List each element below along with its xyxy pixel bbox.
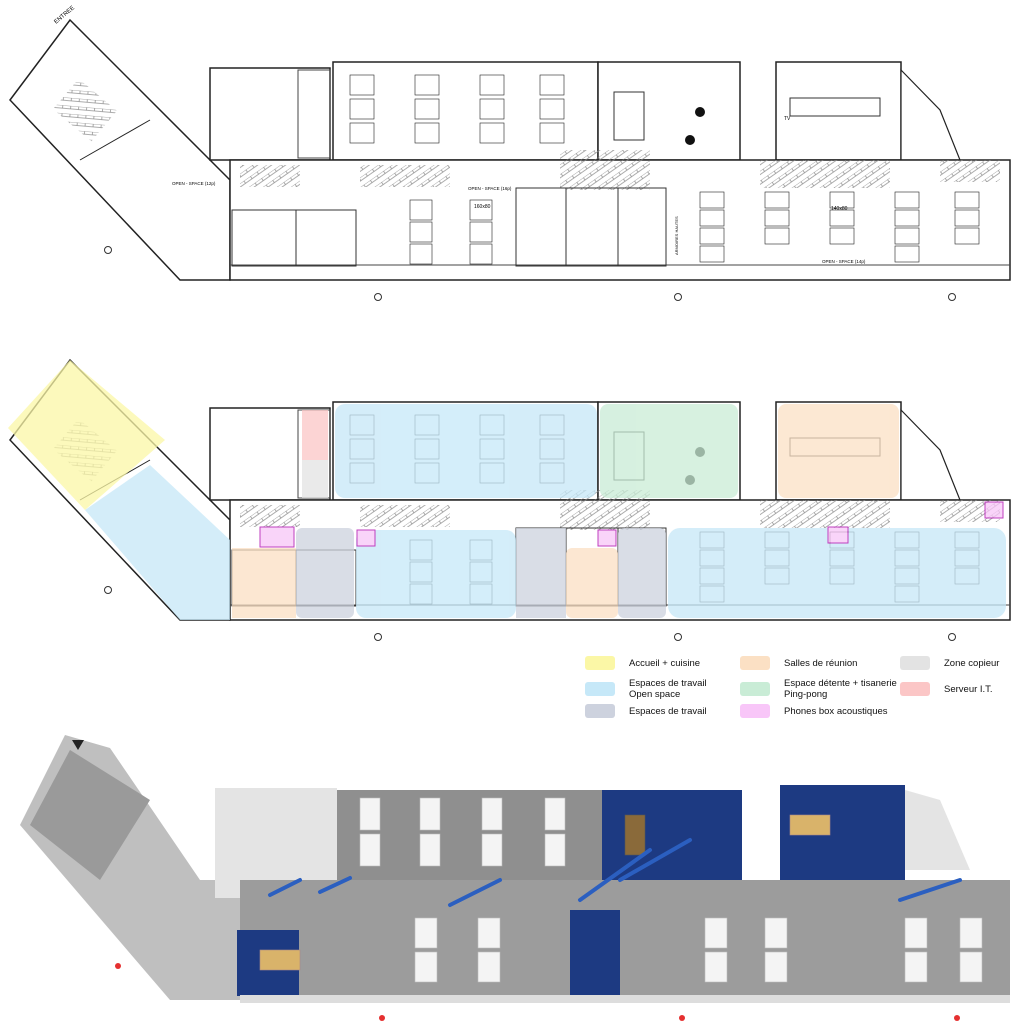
open-space-16-label: OPEN - SPACE (16p) (468, 186, 512, 191)
phone-box-2 (356, 529, 376, 547)
zone-workspace-2 (516, 528, 566, 618)
column-marker (679, 1015, 685, 1021)
legend-swatch (740, 656, 770, 670)
desk (704, 951, 728, 983)
plan-zoned (8, 359, 1011, 642)
zone-meeting-room-3 (566, 548, 618, 618)
desk (544, 833, 566, 867)
zone-workspace-1 (296, 528, 354, 618)
phone-box-4 (827, 526, 849, 544)
desk (959, 951, 983, 983)
cabinets-label: ARMOIRES HAUTES (674, 216, 679, 255)
legend-item-relax: Espace détente + tisanerie Ping-pong (740, 678, 897, 700)
zone-open-space-12 (85, 465, 230, 620)
column-marker (379, 1015, 385, 1021)
legend-item-workspace: Espaces de travail (585, 704, 707, 718)
zone-open-space-16a (335, 404, 597, 498)
desk (414, 951, 438, 983)
column-marker (954, 1015, 960, 1021)
legend-label: Espaces de travail Open space (629, 678, 707, 700)
desk (481, 797, 503, 831)
desk (704, 917, 728, 949)
legend-item-open-space: Espaces de travail Open space (585, 678, 707, 700)
column-marker (115, 963, 121, 969)
desk (419, 797, 441, 831)
legend-item-reception: Accueil + cuisine (585, 656, 700, 670)
legend-label: Phones box acoustiques (784, 705, 888, 717)
desk (477, 917, 501, 949)
legend: Accueil + cuisine Salles de réunion Zone… (585, 652, 1024, 722)
desk (477, 951, 501, 983)
legend-item-it-server: Serveur I.T. (900, 682, 993, 696)
zone-meeting-room-2 (232, 548, 296, 618)
desk (414, 917, 438, 949)
zone-it-server (302, 410, 328, 460)
legend-label: Accueil + cuisine (629, 657, 701, 669)
plan-line-drawing: ENTREE OPEN - SPACE (12p) OPEN - SPACE (… (9, 5, 1011, 302)
legend-item-meeting: Salles de réunion (740, 656, 857, 670)
desk (544, 797, 566, 831)
legend-label: Salles de réunion (784, 657, 858, 669)
desk (764, 951, 788, 983)
desk (419, 833, 441, 867)
legend-swatch (740, 704, 770, 718)
desk (259, 949, 301, 971)
legend-label: Espace détente + tisanerie Ping-pong (784, 678, 897, 700)
legend-item-phone-box: Phones box acoustiques (740, 704, 888, 718)
entrance-arrow-icon (72, 740, 84, 750)
legend-swatch (585, 656, 615, 670)
desk (764, 917, 788, 949)
zone-workspace-3 (618, 528, 666, 618)
legend-swatch (740, 682, 770, 696)
zone-meeting-room-1 (778, 404, 899, 498)
legend-swatch (900, 682, 930, 696)
legend-label: Zone copieur (944, 657, 1000, 669)
legend-swatch (900, 656, 930, 670)
desk (904, 917, 928, 949)
desk (904, 951, 928, 983)
legend-item-copier: Zone copieur (900, 656, 999, 670)
phone-box-1 (259, 526, 295, 548)
zone-open-space-14 (668, 528, 1006, 618)
open-space-14-label: OPEN - SPACE (14p) (822, 259, 866, 264)
legend-swatch (585, 682, 615, 696)
zone-relax-pingpong (600, 404, 738, 498)
desk-size-160: 160x80 (474, 204, 491, 210)
desk (359, 797, 381, 831)
zone-copier (302, 460, 328, 498)
desk-size-140: 140x80 (831, 206, 848, 212)
phone-box-3 (597, 529, 617, 547)
desk (959, 917, 983, 949)
tv-label: TV (784, 116, 791, 122)
desk (359, 833, 381, 867)
phone-box-5 (984, 501, 1004, 519)
desk (624, 814, 646, 856)
zone-reception-kitchen (8, 360, 165, 510)
legend-label: Espaces de travail (629, 705, 707, 717)
desk (789, 814, 831, 836)
desk (481, 833, 503, 867)
legend-label: Serveur I.T. (944, 683, 993, 695)
legend-swatch (585, 704, 615, 718)
open-space-12-label: OPEN - SPACE (12p) (172, 181, 216, 186)
plan-3d-render (20, 735, 1010, 1021)
zone-open-space-16b (356, 530, 516, 618)
